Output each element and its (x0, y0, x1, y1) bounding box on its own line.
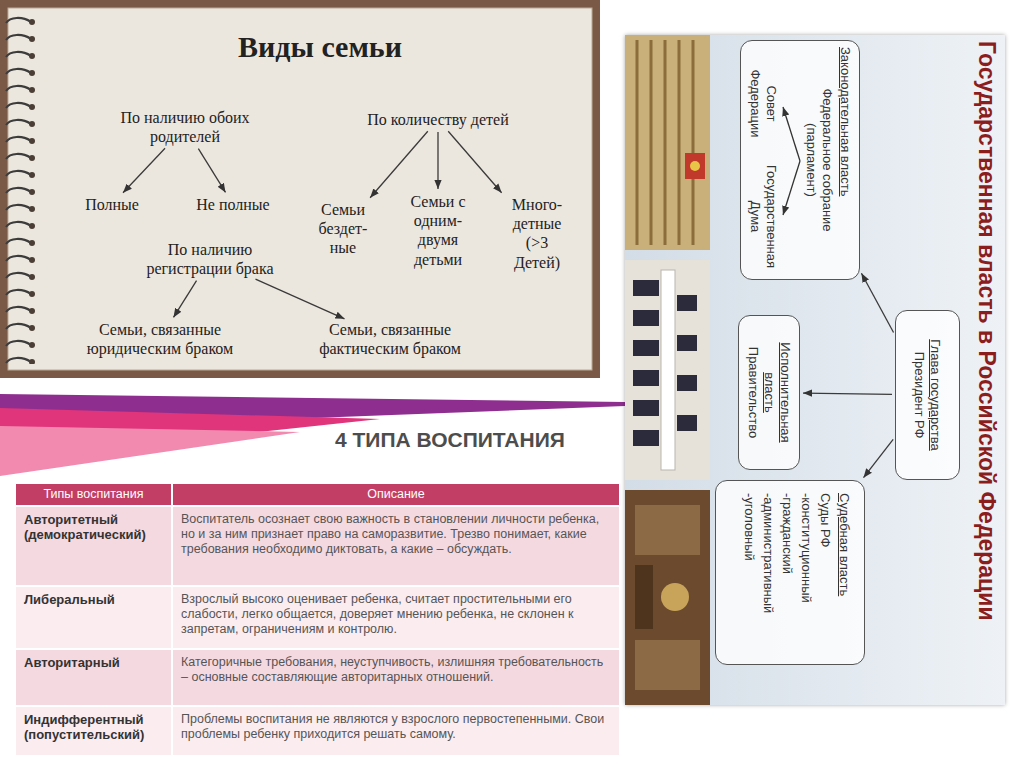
slide-title: 4 ТИПА ВОСПИТАНИЯ (335, 428, 565, 452)
branch-arrow (783, 161, 800, 215)
chamber-name: Государственная Дума (747, 160, 779, 273)
authority-box: Судебная властьСуды РФ-конституционный-г… (715, 480, 865, 665)
category-node: По наличию регистрации брака (135, 240, 285, 278)
wood-panel (635, 640, 700, 690)
court-photo (625, 490, 710, 705)
authority-box: Глава государстваПрезидент РФ (895, 310, 960, 480)
family-type-label: Семьи бездет- ные (308, 200, 378, 258)
family-type-node: Полные (67, 195, 157, 214)
slide-title: Виды семьи (180, 30, 460, 64)
government-slide: Государственная власть в Российской Феде… (625, 35, 1005, 705)
slide-panel: Виды семьи По наличию обоих родителей По к… (0, 0, 600, 378)
connector-arrow (173, 281, 196, 318)
family-type-label: Семьи, связанные юридическим браком (70, 320, 250, 358)
box-heading: Исполнительная власть (761, 324, 793, 461)
box-text: -конституционный (797, 493, 816, 652)
family-type-node: Не полные (178, 195, 288, 214)
family-type-label: Семьи, связанные фактическим браком (300, 320, 480, 358)
box-text: -гражданский (778, 493, 797, 652)
table-cell: Авторитарный (15, 649, 172, 706)
category-label: По наличию обоих родителей (100, 108, 270, 146)
wood-panel (635, 505, 700, 555)
court-emblem (661, 583, 689, 611)
chamber-name: Совет Федерации (747, 64, 779, 144)
connector-arrow (123, 148, 165, 193)
cell-text: Взрослый высоко оценивает ребенка, счита… (181, 592, 611, 637)
cell-text: Категоричные требования, неуступчивость,… (181, 655, 611, 685)
box-heading: Судебная власть (835, 493, 854, 652)
cell-text: Либеральный (24, 592, 163, 607)
family-slide: Виды семьи По наличию обоих родителей По к… (0, 0, 600, 378)
upbringing-slide: 4 ТИПА ВОСПИТАНИЯ Типы воспитания Описание… (0, 390, 625, 767)
family-type-node: Семьи, связанные фактическим браком (300, 320, 480, 358)
spiral-binding (2, 14, 46, 364)
authority-box: Исполнительная властьПравительство (738, 315, 800, 470)
box-text: Правительство (745, 347, 761, 438)
family-type-label: Не полные (178, 195, 288, 214)
category-node: По наличию обоих родителей (100, 108, 270, 146)
cell-text: Авторитарный (24, 655, 163, 670)
government-photo (625, 260, 710, 480)
branch-arrow (783, 107, 800, 161)
family-type-node: Семьи с одним- двумя детьми (396, 192, 480, 269)
authority-box: Законодательная властьФедеральное собран… (740, 40, 860, 280)
flag (685, 153, 705, 179)
family-type-node: Семьи бездет- ные (308, 200, 378, 258)
photo-ground (625, 35, 710, 250)
box-heading: Глава государства (928, 339, 944, 450)
box-heading: Законодательная власть (837, 47, 853, 273)
notebook-page (8, 8, 592, 370)
category-label: По количеству детей (343, 110, 533, 129)
photo-ground (625, 490, 710, 705)
connector-arrow (863, 439, 893, 477)
parliament-photo (625, 35, 710, 250)
family-type-node: Семьи, связанные юридическим браком (70, 320, 250, 358)
judge-bench (635, 565, 653, 629)
cell-text: Индифферентный (попустительский) (24, 712, 163, 742)
emblem (690, 161, 700, 171)
meeting-table (661, 270, 675, 470)
slide-panel: Государственная власть в Российской Феде… (625, 35, 1005, 705)
box-text: -уголовный (740, 493, 759, 652)
cell-text: Типы воспитания (24, 487, 163, 502)
category-label: По наличию регистрации брака (135, 240, 285, 278)
family-type-label: Полные (67, 195, 157, 214)
table-cell: Типы воспитания (15, 483, 172, 506)
box-text: Федеральное собрание (парламент) (803, 75, 835, 245)
cell-text: Воспитатель осознает свою важность в ста… (181, 512, 611, 557)
connector-arrow (861, 273, 893, 332)
family-type-label: Семьи с одним- двумя детьми (396, 192, 480, 269)
connector-arrow (198, 149, 225, 193)
connector-arrow (803, 393, 892, 394)
slide-title: Государственная власть в Российской Феде… (973, 41, 1000, 621)
table-cell: Категоричные требования, неуступчивость,… (172, 649, 620, 706)
family-type-node: Много- детные (>3 Детей) (502, 195, 572, 272)
box-text: Президент РФ (912, 352, 928, 439)
banner-stripe (0, 426, 300, 476)
connector-arrow (255, 279, 344, 319)
cell-text: Описание (181, 487, 611, 502)
family-type-label: Много- детные (>3 Детей) (502, 195, 572, 272)
photo-ground (625, 260, 710, 480)
table-cell: Проблемы воспитания не являются у взросл… (172, 706, 620, 756)
table-cell: Авторитетный (демократический) (15, 506, 172, 586)
seat-rows (637, 40, 693, 245)
table-cell: Описание (172, 483, 620, 506)
table-cell: Воспитатель осознает свою важность в ста… (172, 506, 620, 586)
table-cell: Взрослый высоко оценивает ребенка, счита… (172, 586, 620, 649)
box-text: Суды РФ (816, 493, 835, 652)
table-cell: Либеральный (15, 586, 172, 649)
cell-text: Проблемы воспитания не являются у взросл… (181, 712, 611, 742)
frame-border (0, 0, 600, 378)
box-text: -административный (759, 493, 778, 652)
cell-text: Авторитетный (демократический) (24, 512, 163, 542)
connector-arrow (448, 131, 501, 192)
people (633, 280, 697, 446)
connector-arrow (437, 132, 438, 189)
connector-arrow (370, 131, 428, 197)
category-node: По количеству детей (343, 110, 533, 129)
slide-panel: 4 ТИПА ВОСПИТАНИЯ Типы воспитания Описание… (0, 390, 625, 767)
table-cell: Индифферентный (попустительский) (15, 706, 172, 756)
